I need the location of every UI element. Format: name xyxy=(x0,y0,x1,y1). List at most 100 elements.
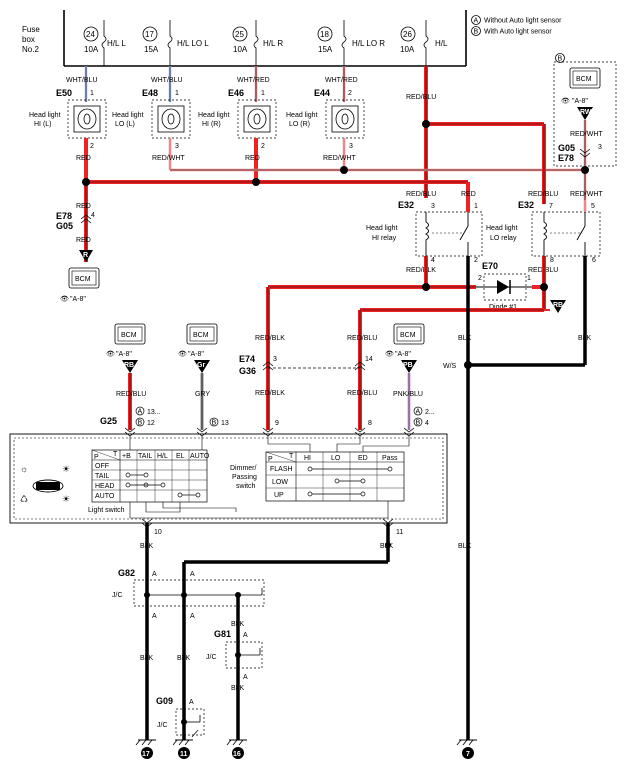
svg-text:2...: 2... xyxy=(425,409,435,416)
svg-text:LOW: LOW xyxy=(272,479,288,486)
headlight-label: Head light xyxy=(198,112,230,119)
svg-text:Dimmer/: Dimmer/ xyxy=(230,465,256,472)
svg-text:RED/WHT: RED/WHT xyxy=(323,155,356,162)
svg-text:RED: RED xyxy=(76,203,91,210)
headlight-label: Head light xyxy=(29,112,61,119)
eye-icon: 👁 xyxy=(60,295,69,303)
svg-text:HI relay: HI relay xyxy=(372,235,397,242)
svg-text:1: 1 xyxy=(261,90,265,97)
eye-icon: 👁 xyxy=(561,97,570,105)
red-blu-bus xyxy=(422,120,546,204)
headlight-lo-l: E48 1 Head light LO (L) 3 xyxy=(112,88,191,150)
bcm-pb: BCM 👁 "A-8" PB PNK/BLU xyxy=(385,323,425,430)
svg-text:G82: G82 xyxy=(118,568,135,578)
legend-a-mark: A xyxy=(474,18,479,25)
svg-text:BLK: BLK xyxy=(231,685,245,692)
svg-text:☀: ☀ xyxy=(62,494,70,504)
svg-text:"A-8": "A-8" xyxy=(188,351,204,358)
svg-text:J/C: J/C xyxy=(112,592,123,599)
svg-text:A: A xyxy=(190,571,195,578)
fuse-box-label-2: box xyxy=(22,35,35,44)
svg-text:HI: HI xyxy=(304,455,311,462)
fuse-amp: 10A xyxy=(84,45,99,54)
svg-text:RED/BLU: RED/BLU xyxy=(347,335,377,342)
svg-text:"A-8": "A-8" xyxy=(116,351,132,358)
headlight-label: LO (L) xyxy=(115,121,135,128)
svg-text:T: T xyxy=(289,453,294,460)
fuse-box: Fuse box No.2 24 10A H/L L 17 15A H/L LO… xyxy=(22,10,467,67)
ground-17: 17 xyxy=(135,739,156,759)
svg-text:Head light: Head light xyxy=(486,225,518,232)
svg-text:Passing: Passing xyxy=(232,474,257,481)
connector-label: E46 xyxy=(228,88,244,98)
svg-text:RED/BLU: RED/BLU xyxy=(116,391,146,398)
connector-label: E44 xyxy=(314,88,330,98)
wire-label: WHT/BLU xyxy=(151,77,183,84)
headlight-label: HI (R) xyxy=(202,121,221,128)
svg-text:3: 3 xyxy=(273,356,277,363)
svg-text:RED/WHT: RED/WHT xyxy=(570,191,603,198)
svg-text:☼: ☼ xyxy=(20,464,28,474)
svg-text:8: 8 xyxy=(550,257,554,264)
svg-text:BCM: BCM xyxy=(193,332,209,339)
svg-text:12: 12 xyxy=(147,420,155,427)
svg-text:RED/WHT: RED/WHT xyxy=(570,131,603,138)
svg-text:R: R xyxy=(83,252,88,259)
svg-text:G05: G05 xyxy=(558,143,575,153)
svg-text:A: A xyxy=(243,632,248,639)
svg-text:4: 4 xyxy=(91,212,95,219)
ground-11: 11 xyxy=(172,739,193,759)
combination-switch: ☼ ☀ ♺ ☀ P T +B TAIL H/L EL AUTO OFF xyxy=(9,433,448,524)
svg-text:GRY: GRY xyxy=(195,391,210,398)
svg-text:BCM: BCM xyxy=(400,332,416,339)
svg-text:G05: G05 xyxy=(56,221,73,231)
bcm-ref-r: R BCM 👁 "A-8" xyxy=(60,250,100,303)
svg-text:☀: ☀ xyxy=(62,464,70,474)
light-switch-icon: ☼ ☀ ♺ ☀ xyxy=(20,464,70,504)
svg-text:9: 9 xyxy=(275,420,279,427)
svg-text:13: 13 xyxy=(221,420,229,427)
fuse-amp: 15A xyxy=(144,45,159,54)
svg-text:RED/BLU: RED/BLU xyxy=(406,191,436,198)
svg-text:G09: G09 xyxy=(156,696,173,706)
eye-icon: 👁 xyxy=(178,350,187,358)
svg-text:A: A xyxy=(190,613,195,620)
svg-text:RW: RW xyxy=(580,109,592,116)
svg-text:RED/WHT: RED/WHT xyxy=(152,155,185,162)
headlight-label: HI (L) xyxy=(34,121,52,128)
headlight-label: Head light xyxy=(286,112,318,119)
svg-text:RB: RB xyxy=(553,302,563,309)
svg-text:A: A xyxy=(152,613,157,620)
light-switch-table: P T +B TAIL H/L EL AUTO OFF TAIL HEAD AU… xyxy=(88,449,210,514)
fuse-name: H/L LO R xyxy=(352,39,385,48)
svg-text:G81: G81 xyxy=(214,629,231,639)
svg-text:TAIL: TAIL xyxy=(95,473,109,480)
legend-a-text: Without Auto light sensor xyxy=(484,18,562,25)
svg-text:E78: E78 xyxy=(558,153,574,163)
svg-text:ED: ED xyxy=(358,455,368,462)
eye-icon: 👁 xyxy=(385,350,394,358)
legend-b-mark: B xyxy=(474,29,479,36)
svg-text:RED/BLK: RED/BLK xyxy=(255,390,285,397)
dimmer-switch-table: Dimmer/ Passing switch P T HI LO ED Pass… xyxy=(230,451,405,502)
svg-text:G25: G25 xyxy=(100,416,117,426)
svg-text:P: P xyxy=(268,456,273,463)
svg-text:switch: switch xyxy=(236,483,256,490)
connector-e78-g05-left: RED E78 G05 4 RED xyxy=(56,203,95,244)
svg-text:2: 2 xyxy=(90,143,94,150)
junction-g82: G82 A A J/C A A BLK xyxy=(112,568,265,740)
svg-text:2: 2 xyxy=(348,90,352,97)
fuse-number: 26 xyxy=(403,30,412,39)
svg-text:RED/BLU: RED/BLU xyxy=(528,191,558,198)
svg-text:A: A xyxy=(152,571,157,578)
svg-text:UP: UP xyxy=(274,492,284,499)
svg-text:BLK: BLK xyxy=(578,335,592,342)
svg-text:P: P xyxy=(94,454,99,461)
svg-text:Pass: Pass xyxy=(382,455,398,462)
svg-text:RED: RED xyxy=(76,155,91,162)
fuse-amp: 10A xyxy=(233,45,248,54)
svg-text:A: A xyxy=(243,674,248,681)
fuse-box-label-3: No.2 xyxy=(22,45,39,54)
svg-text:2: 2 xyxy=(261,143,265,150)
fuse-feed-wires xyxy=(84,66,428,198)
